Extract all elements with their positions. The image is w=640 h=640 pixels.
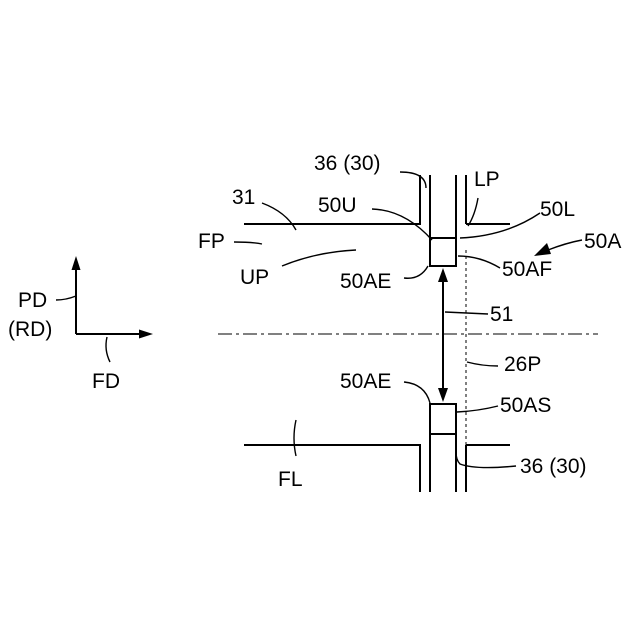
leader-50ae-bottom bbox=[404, 382, 430, 403]
fd-arrowhead bbox=[139, 330, 153, 339]
label-26p: 26P bbox=[504, 353, 541, 376]
label-51: 51 bbox=[490, 303, 513, 326]
label-36-30-bottom: 36 (30) bbox=[520, 455, 587, 478]
leader-50as bbox=[457, 406, 498, 412]
label-36-30-top: 36 (30) bbox=[314, 152, 381, 175]
label-lp: LP bbox=[474, 168, 500, 191]
label-50u: 50U bbox=[318, 194, 357, 217]
leader-36-30-top bbox=[400, 172, 426, 188]
direction-axes: PD (RD) FD bbox=[8, 256, 153, 393]
pd-label: PD bbox=[18, 289, 47, 312]
pointer-50a-line bbox=[548, 240, 582, 250]
gap-arrow-51 bbox=[438, 268, 448, 402]
leader-fl bbox=[294, 420, 296, 456]
pointer-50a-head bbox=[534, 243, 551, 256]
leader-up bbox=[282, 250, 356, 266]
leader-26p bbox=[467, 362, 498, 366]
reference-labels: 36 (30) 31 50U LP 50L FP 50A UP 50AE 50A… bbox=[198, 152, 621, 491]
upper-end-box bbox=[430, 238, 456, 266]
rd-label: (RD) bbox=[8, 318, 52, 341]
leader-51 bbox=[445, 312, 488, 314]
label-50l: 50L bbox=[540, 198, 575, 221]
label-50af: 50AF bbox=[502, 258, 552, 281]
pd-leader bbox=[56, 296, 76, 300]
leader-50ae-top bbox=[404, 266, 428, 278]
label-up: UP bbox=[240, 266, 269, 289]
leader-50af bbox=[458, 256, 500, 268]
label-31: 31 bbox=[232, 186, 255, 209]
fd-label: FD bbox=[92, 370, 120, 393]
leader-fp bbox=[234, 242, 262, 244]
label-50a: 50A bbox=[584, 230, 621, 253]
leader-lp bbox=[468, 198, 478, 226]
upper-structure bbox=[244, 175, 510, 266]
gap-arrowhead-down bbox=[438, 388, 448, 402]
leader-31 bbox=[262, 203, 296, 230]
pointer-50a bbox=[534, 240, 582, 256]
lower-end-box bbox=[430, 404, 456, 434]
label-fp: FP bbox=[198, 230, 225, 253]
lower-wall-fl bbox=[244, 445, 420, 492]
label-50ae-top: 50AE bbox=[340, 270, 391, 293]
label-50as: 50AS bbox=[500, 394, 551, 417]
pd-arrowhead bbox=[72, 256, 81, 270]
label-fl: FL bbox=[278, 468, 303, 491]
gap-arrowhead-up bbox=[438, 268, 448, 282]
label-50ae-bottom: 50AE bbox=[340, 370, 391, 393]
fd-leader bbox=[106, 337, 110, 362]
